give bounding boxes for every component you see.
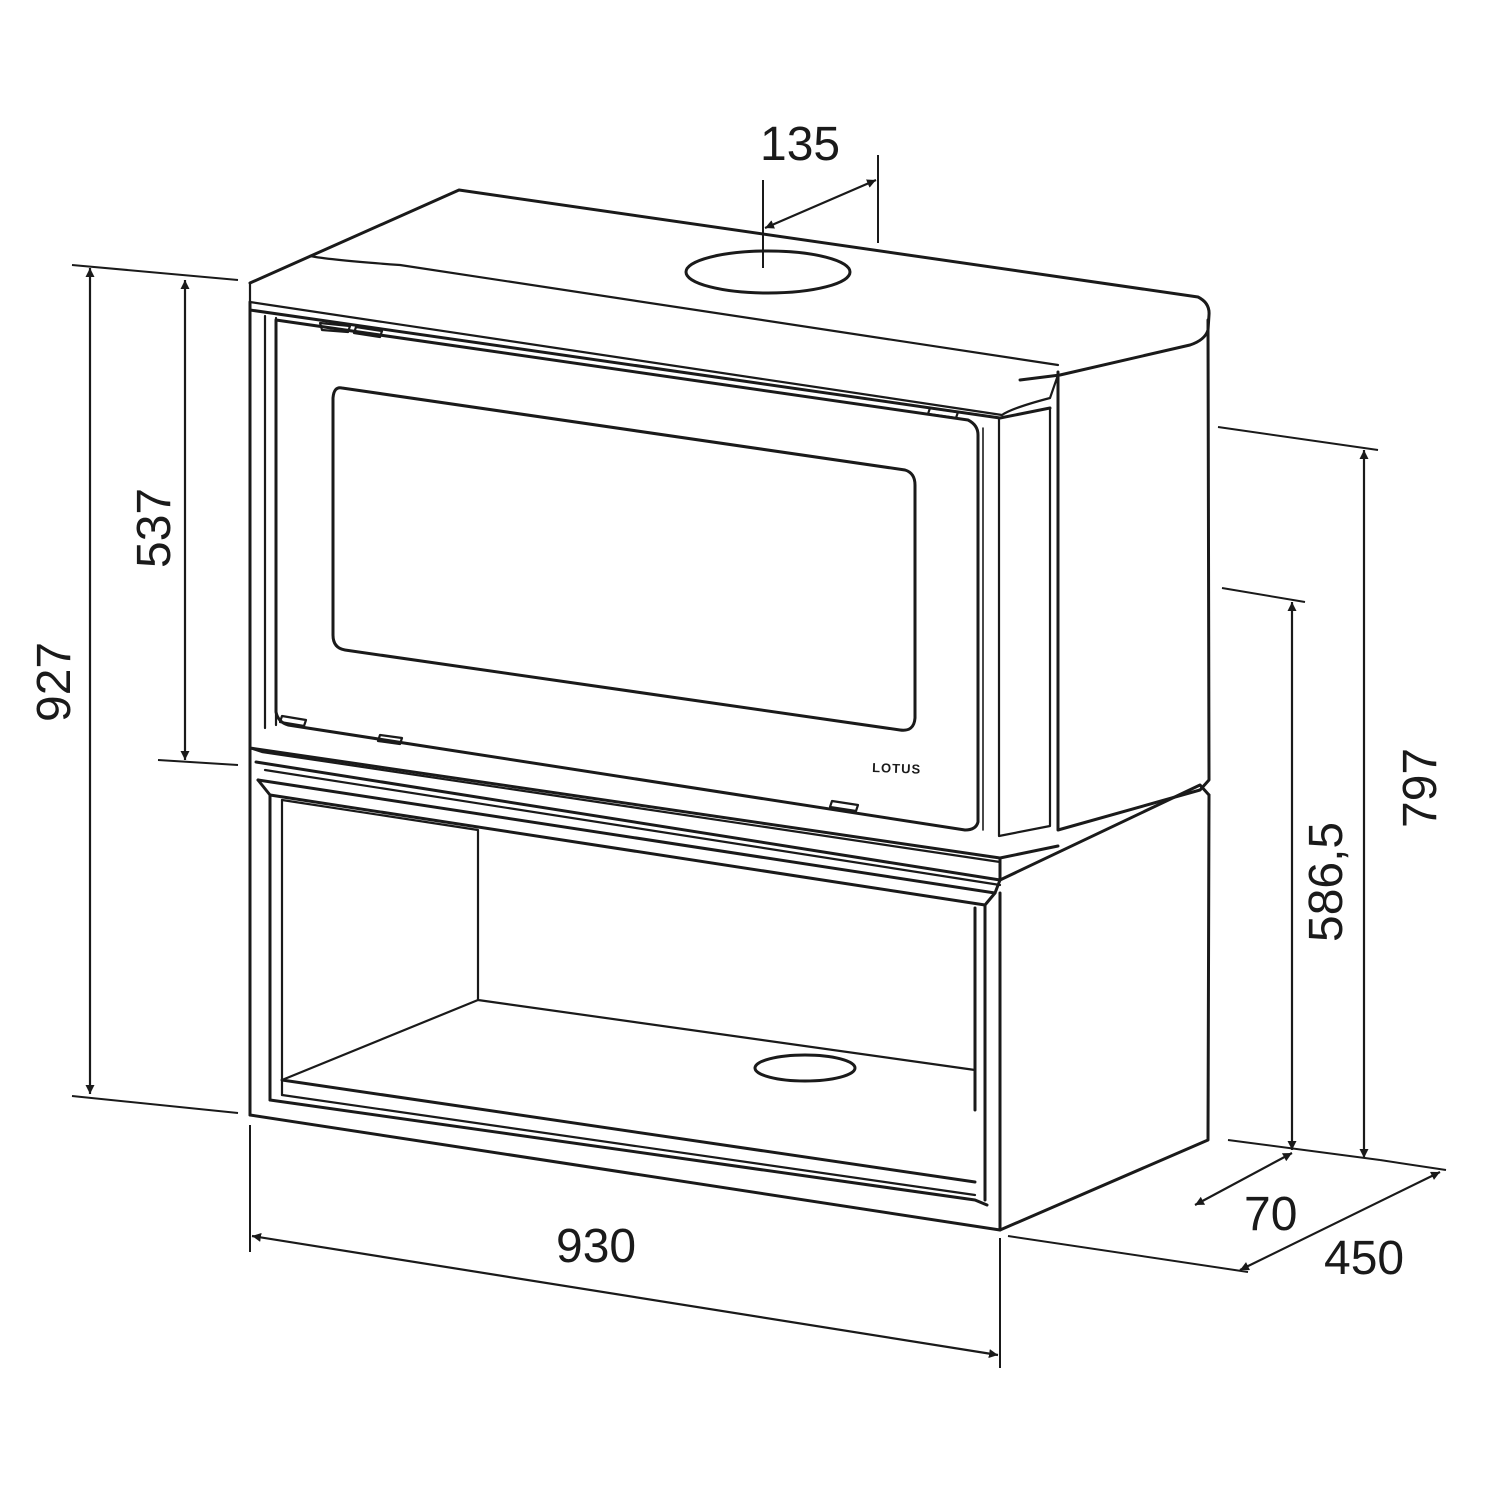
- flue-offset-value: 135: [760, 118, 840, 171]
- dimension-side-height-flue: 586,5: [1221, 587, 1353, 1150]
- side-height-top-value: 797: [1394, 748, 1447, 828]
- total-height-value: 927: [28, 642, 81, 722]
- dimension-depth: 450: [1007, 1159, 1447, 1285]
- dimension-stove-height: 537: [128, 280, 239, 766]
- dimension-total-height: 927: [28, 264, 239, 1114]
- dimension-depth-offset: 70: [1194, 1152, 1297, 1241]
- dimension-width: 930: [249, 1125, 1001, 1368]
- stove-top-surface: [248, 188, 1211, 382]
- depth-offset-value: 70: [1244, 1188, 1297, 1241]
- stove-height-value: 537: [128, 488, 181, 568]
- depth-value: 450: [1324, 1232, 1404, 1285]
- stove-body: LOTUS: [248, 188, 1211, 1117]
- side-height-flue-value: 586,5: [1300, 822, 1353, 942]
- flue-outlet-bottom: [753, 1053, 857, 1083]
- brand-label: LOTUS: [872, 760, 922, 777]
- width-value: 930: [556, 1220, 636, 1273]
- stand-top-edge: [254, 760, 1211, 882]
- dimension-flue-offset: 135: [760, 118, 879, 268]
- stove-right-side: [1056, 318, 1211, 832]
- stand-opening-back: [280, 798, 977, 1072]
- stove-stand: [248, 760, 1211, 1232]
- flue-outlet-top: [684, 249, 852, 295]
- dimension-side-height-top: 797: [1217, 426, 1447, 1161]
- glass-window: [331, 386, 917, 732]
- door-frame: [274, 318, 980, 832]
